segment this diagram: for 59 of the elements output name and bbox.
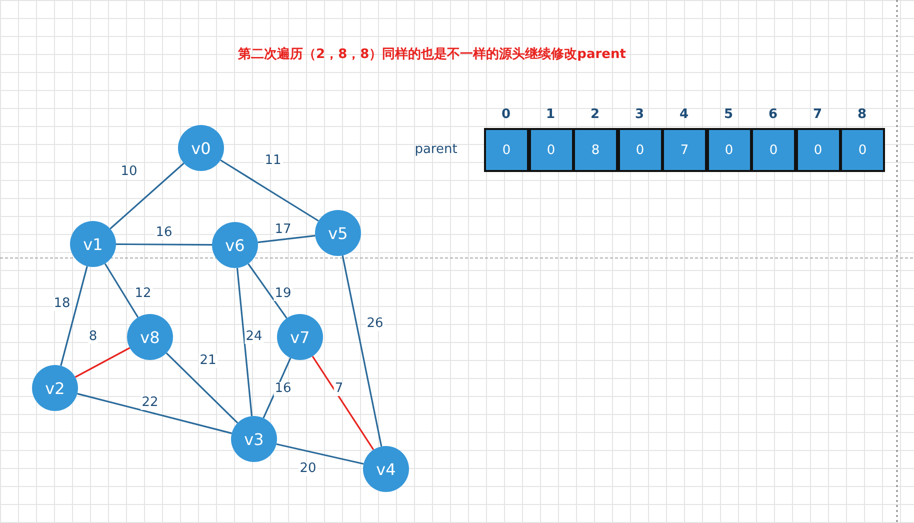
- index-label: 1: [546, 108, 556, 122]
- edge-weight: 17: [274, 223, 292, 237]
- edge-weight: 8: [88, 330, 98, 344]
- edge-weight: 16: [274, 382, 292, 396]
- edge-line: [104, 263, 139, 318]
- vertex-circle: v0: [178, 125, 224, 171]
- index-label: 7: [812, 108, 822, 122]
- edge-line: [110, 162, 184, 230]
- edge-weight: 26: [366, 317, 384, 331]
- edge-line: [74, 347, 130, 378]
- edge-line: [258, 234, 316, 244]
- array-cell: 0: [484, 128, 529, 172]
- array-cell: 7: [662, 128, 707, 172]
- array-cell: 0: [751, 128, 796, 172]
- vertex-circle: v1: [70, 221, 116, 267]
- edge-line: [262, 358, 292, 418]
- edge-line: [60, 266, 88, 366]
- array-cell: 0: [618, 128, 662, 172]
- edge-line: [77, 392, 232, 434]
- index-label: 5: [724, 108, 734, 122]
- row-label: parent: [414, 143, 458, 157]
- vertex-circle: v8: [127, 314, 173, 360]
- edge-line: [342, 255, 382, 447]
- edge-line: [116, 243, 212, 246]
- edge-weight: 12: [134, 287, 152, 301]
- array-cell: 0: [840, 128, 885, 172]
- edge-line: [220, 159, 319, 222]
- array-cell: 0: [706, 128, 752, 172]
- edge-line: [248, 263, 288, 319]
- edge-weight: 22: [140, 396, 160, 410]
- index-label: 4: [679, 108, 689, 122]
- index-label: 0: [501, 108, 511, 122]
- edge-line: [166, 352, 238, 424]
- vertex-circle: v2: [32, 365, 78, 411]
- edge-weight: 21: [198, 354, 218, 368]
- vertex-circle: v3: [231, 416, 277, 462]
- vertex-circle: v7: [277, 314, 323, 360]
- vertex-circle: v4: [363, 446, 409, 492]
- edge-weight: 24: [244, 330, 264, 344]
- array-cell: 0: [796, 128, 840, 172]
- edge-weight: 7: [334, 382, 344, 396]
- edge-weight: 19: [274, 287, 292, 301]
- edge-weight: 20: [298, 462, 318, 476]
- edge-weight: 10: [120, 165, 138, 179]
- edge-weight: 16: [154, 226, 174, 240]
- edge-line: [312, 356, 374, 450]
- index-label: 8: [857, 108, 867, 122]
- edge-weight: 11: [264, 154, 282, 168]
- index-label: 3: [634, 108, 644, 122]
- array-cell: 0: [528, 128, 574, 172]
- index-label: 6: [768, 108, 778, 122]
- array-cell: 8: [573, 128, 618, 172]
- edge-weight: 18: [52, 297, 72, 311]
- edge-line: [236, 268, 253, 416]
- edge-line: [276, 443, 364, 465]
- vertex-circle: v5: [315, 210, 361, 256]
- title: 第二次遍历（2，8，8）同样的也是不一样的源头继续修改parent: [237, 46, 627, 63]
- index-label: 2: [590, 108, 600, 122]
- vertex-circle: v6: [212, 222, 258, 268]
